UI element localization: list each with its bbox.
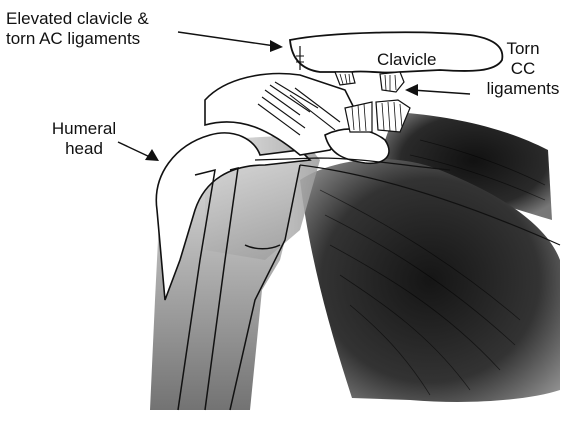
label-humeral-line2: head — [38, 139, 130, 159]
label-humeral-line1: Humeral — [38, 119, 130, 139]
label-clavicle: Clavicle — [377, 50, 437, 70]
label-cc-line3: ligaments — [478, 79, 568, 99]
label-elevated-line1: Elevated clavicle & — [6, 9, 149, 29]
label-cc-line1: Torn — [478, 39, 568, 59]
label-cc-line2: CC — [478, 59, 568, 79]
label-elevated-line2: torn AC ligaments — [6, 29, 149, 49]
label-humeral-head: Humeral head — [38, 119, 130, 159]
label-torn-cc-ligaments: Torn CC ligaments — [478, 39, 568, 99]
label-elevated-clavicle: Elevated clavicle & torn AC ligaments — [6, 9, 149, 49]
